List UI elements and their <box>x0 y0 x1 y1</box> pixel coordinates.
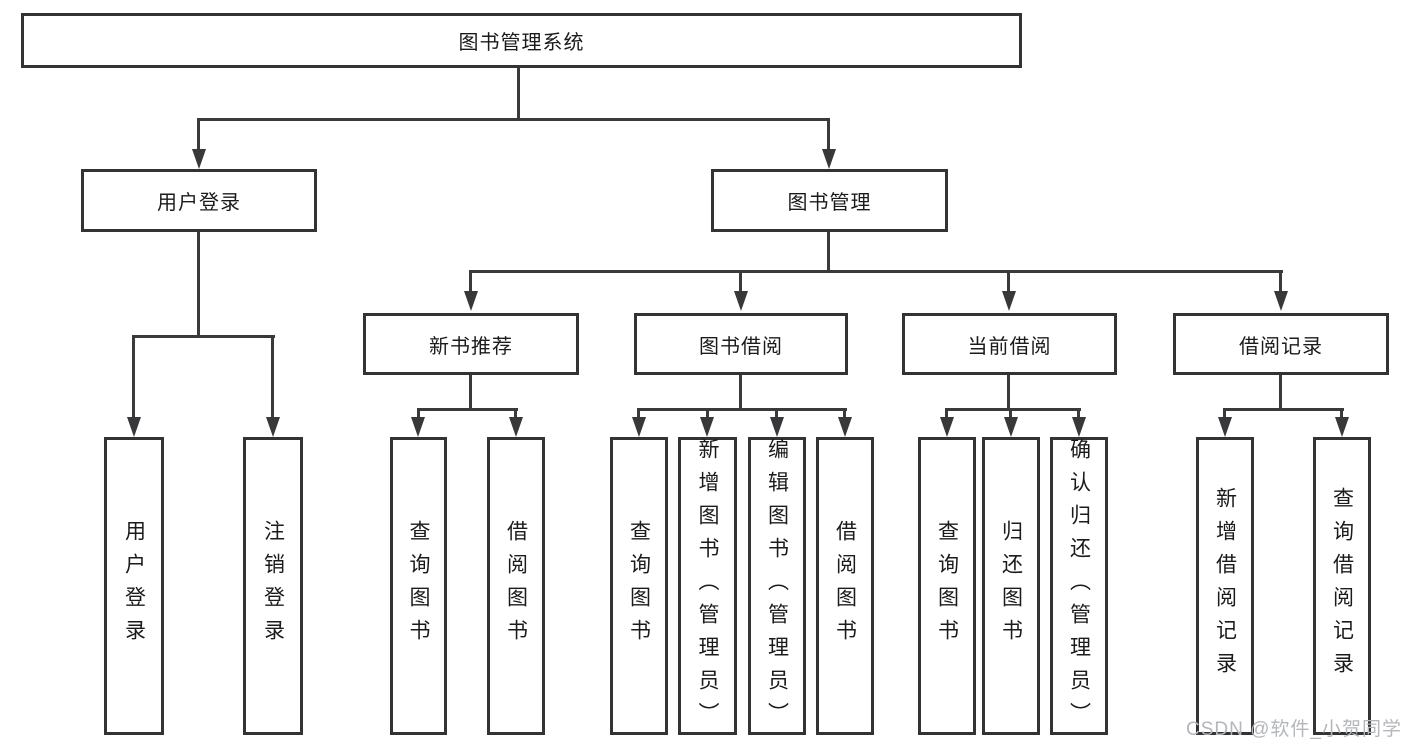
connector-line <box>843 408 846 419</box>
connector-line <box>271 335 274 417</box>
connector-line <box>775 408 778 419</box>
node-library-system: 图书管理系统 <box>21 13 1022 68</box>
connector-line <box>197 232 200 335</box>
node-current-borrow: 当前借阅 <box>902 313 1117 375</box>
node-label: 图书管理 <box>787 192 872 214</box>
node-label: 用户登录 <box>157 192 241 214</box>
connector-line <box>739 270 742 293</box>
arrowhead-down-icon <box>464 291 478 311</box>
node-label: 借阅图书 <box>833 520 857 652</box>
node-label: 新增图书（管理员） <box>696 437 719 735</box>
arrowhead-down-icon <box>1004 417 1018 437</box>
arrowhead-down-icon <box>509 417 523 437</box>
connector-line <box>132 335 275 338</box>
connector-line <box>1077 408 1080 419</box>
arrowhead-down-icon <box>1335 417 1349 437</box>
arrowhead-down-icon <box>127 417 141 437</box>
node-borrow-records: 借阅记录 <box>1173 313 1389 375</box>
connector-line <box>1279 375 1282 410</box>
arrowhead-down-icon <box>1002 291 1016 311</box>
node-label: 查询图书 <box>407 520 430 652</box>
node-label: 图书管理系统 <box>458 32 585 54</box>
leaf-query-books-current: 查询图书 <box>918 437 976 735</box>
arrowhead-down-icon <box>940 417 954 437</box>
connector-line <box>1279 270 1282 293</box>
leaf-edit-books-admin: 编辑图书（管理员） <box>748 437 806 735</box>
node-user-login-group: 用户登录 <box>81 169 317 232</box>
node-label: 查询图书 <box>627 520 651 652</box>
connector-line <box>517 68 520 118</box>
node-label: 新书推荐 <box>429 335 513 358</box>
connector-line <box>514 408 517 419</box>
node-label: 用户登录 <box>122 520 146 652</box>
connector-line <box>1223 408 1344 411</box>
node-label: 编辑图书（管理员） <box>765 437 789 735</box>
leaf-query-borrow-record: 查询借阅记录 <box>1313 437 1371 735</box>
leaf-add-books-admin: 新增图书（管理员） <box>678 437 737 735</box>
connector-line <box>1223 408 1226 419</box>
leaf-add-borrow-record: 新增借阅记录 <box>1196 437 1254 735</box>
arrowhead-down-icon <box>700 417 714 437</box>
connector-line <box>1340 408 1343 419</box>
connector-line <box>706 408 709 419</box>
node-label: 图书借阅 <box>699 335 783 358</box>
connector-line <box>637 408 640 419</box>
arrowhead-down-icon <box>838 417 852 437</box>
arrowhead-down-icon <box>770 417 784 437</box>
connector-line <box>637 408 847 411</box>
connector-line <box>197 118 200 151</box>
arrowhead-down-icon <box>632 417 646 437</box>
arrowhead-down-icon <box>411 417 425 437</box>
node-label: 归还图书 <box>999 520 1023 652</box>
node-label: 借阅记录 <box>1239 335 1323 358</box>
connector-line <box>739 375 742 410</box>
connector-line <box>469 270 472 293</box>
connector-line <box>827 118 830 151</box>
connector-line <box>1007 270 1010 293</box>
connector-line <box>417 408 518 411</box>
leaf-borrow-books-recommend: 借阅图书 <box>487 437 545 735</box>
node-label: 注销登录 <box>261 520 285 652</box>
connector-line <box>469 270 1283 273</box>
csdn-watermark: CSDN @软件_小贺同学 <box>1186 719 1402 740</box>
leaf-query-books-borrow: 查询图书 <box>610 437 668 735</box>
node-label: 查询借阅记录 <box>1330 487 1354 685</box>
connector-line <box>1007 375 1010 410</box>
connector-line <box>827 232 830 273</box>
leaf-user-login: 用户登录 <box>104 437 164 735</box>
connector-line <box>417 408 420 419</box>
connector-line <box>945 408 1081 411</box>
node-new-book-recommend: 新书推荐 <box>363 313 579 375</box>
node-label: 当前借阅 <box>967 335 1052 358</box>
connector-line <box>945 408 948 419</box>
leaf-query-books-recommend: 查询图书 <box>390 437 447 735</box>
node-book-borrow: 图书借阅 <box>634 313 848 375</box>
arrowhead-down-icon <box>1072 417 1086 437</box>
node-label: 确认归还（管理员） <box>1067 437 1091 735</box>
node-label: 新增借阅记录 <box>1213 487 1237 685</box>
node-label: 查询图书 <box>935 520 959 652</box>
leaf-confirm-return-admin: 确认归还（管理员） <box>1050 437 1108 735</box>
connector-line <box>197 118 830 121</box>
connector-line <box>1009 408 1012 419</box>
leaf-borrow-books: 借阅图书 <box>816 437 874 735</box>
connector-line <box>469 375 472 410</box>
leaf-logout: 注销登录 <box>243 437 303 735</box>
node-label: 借阅图书 <box>504 520 528 652</box>
connector-line <box>132 335 135 417</box>
arrowhead-down-icon <box>1274 291 1288 311</box>
arrowhead-down-icon <box>734 291 748 311</box>
arrowhead-down-icon <box>822 149 836 169</box>
arrowhead-down-icon <box>266 417 280 437</box>
arrowhead-down-icon <box>1218 417 1232 437</box>
node-book-management: 图书管理 <box>711 169 948 232</box>
arrowhead-down-icon <box>192 149 206 169</box>
leaf-return-books: 归还图书 <box>982 437 1040 735</box>
